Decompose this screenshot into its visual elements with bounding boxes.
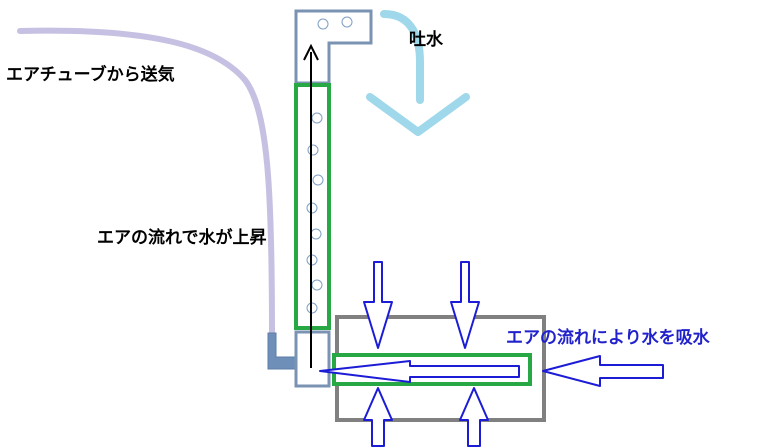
water-rise-label: エアの流れで水が上昇	[97, 227, 267, 248]
down-arrow-left	[363, 261, 393, 349]
bubble	[307, 144, 319, 156]
water-out-arrow-head	[366, 93, 470, 136]
water-out-arrow	[380, 10, 424, 104]
water-out-label: 吐水	[409, 29, 444, 50]
down-arrow-right	[450, 261, 480, 349]
intake-flow-arrow	[319, 360, 520, 383]
riser-tube	[294, 83, 331, 330]
up-arrow-right	[459, 387, 489, 447]
lower-pipe	[294, 330, 331, 388]
side-arrow-right	[542, 355, 664, 387]
air-tube-connector	[267, 332, 297, 370]
outlet-elbow	[294, 9, 373, 85]
air-supply-label: エアチューブから送気	[6, 64, 175, 85]
bubble	[341, 16, 353, 28]
air-tube	[17, 27, 275, 338]
bubble	[317, 18, 329, 30]
rise-arrow-head	[303, 43, 319, 61]
bubble	[312, 174, 324, 186]
up-arrow-left	[363, 387, 393, 447]
water-intake-label: エアの流れにより水を吸水	[506, 327, 711, 348]
